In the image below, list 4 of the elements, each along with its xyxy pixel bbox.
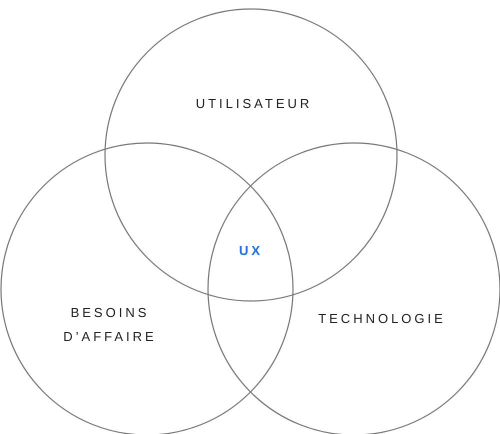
circle-label: BESOINS D’AFFAIRE — [62, 304, 158, 346]
circle-label: TECHNOLOGIE — [317, 310, 447, 328]
intersection-label: UX — [239, 243, 264, 258]
circle-label: UTILISATEUR — [194, 95, 314, 113]
